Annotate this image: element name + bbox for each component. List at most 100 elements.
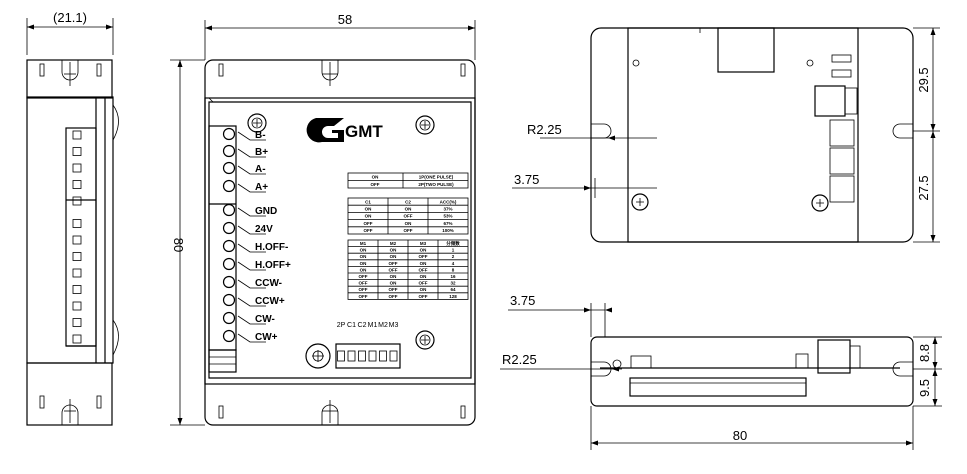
screw-icon bbox=[415, 330, 435, 350]
table-cell: ON bbox=[405, 221, 412, 226]
pin-square bbox=[72, 196, 82, 206]
table-cell: OFF bbox=[364, 228, 373, 233]
dim-bottom-width: 80 bbox=[733, 428, 747, 443]
table-cell: OFF bbox=[404, 228, 413, 233]
table-header: ACC(%) bbox=[440, 199, 457, 204]
table-cell: OFF bbox=[419, 294, 428, 299]
table-cell: ON bbox=[390, 254, 397, 259]
terminal-screw bbox=[222, 311, 236, 325]
dip-label: C2 bbox=[358, 322, 367, 329]
table-cell: OFF bbox=[359, 281, 368, 286]
dip-label: M3 bbox=[389, 322, 399, 329]
dim-bottom-h1: 8.8 bbox=[917, 344, 932, 362]
terminal-screw bbox=[222, 257, 236, 271]
table-cell: 53% bbox=[443, 214, 452, 219]
pin-square bbox=[72, 147, 82, 156]
bottom-view: 3.75 R2.25 8.8 9.5 80 bbox=[500, 293, 942, 450]
terminal-screw bbox=[222, 275, 236, 289]
table-cell: ON bbox=[360, 248, 367, 253]
table-cell: ON bbox=[372, 175, 379, 180]
dip-slot bbox=[389, 350, 398, 362]
terminal-screw bbox=[222, 293, 236, 307]
table-cell: OFF bbox=[419, 281, 428, 286]
pin-square bbox=[72, 180, 82, 189]
dim-rear-radius: R2.25 bbox=[527, 122, 562, 137]
terminal-label: CCW- bbox=[255, 278, 282, 289]
table-cell: OFF bbox=[364, 221, 373, 226]
front-view: 58 80 GMT bbox=[170, 12, 476, 426]
table-cell: ON bbox=[390, 281, 397, 286]
table-cell: OFF bbox=[359, 287, 368, 292]
table-header: C1 bbox=[365, 199, 371, 204]
dip-slot bbox=[347, 350, 356, 362]
table-cell: ON bbox=[360, 261, 367, 266]
terminal-label: H.OFF+ bbox=[255, 260, 291, 271]
rear-view: 29.5 27.5 R2.25 3.75 bbox=[512, 27, 940, 243]
pin-square bbox=[72, 235, 82, 245]
table-cell: OFF bbox=[404, 214, 413, 219]
dim-bottom-offset: 3.75 bbox=[510, 293, 535, 308]
terminal-screw bbox=[222, 127, 236, 141]
pin-square bbox=[72, 334, 82, 344]
dip-slot bbox=[368, 350, 377, 362]
dip-label: 2P bbox=[337, 322, 346, 329]
terminal-screw bbox=[222, 239, 236, 253]
table-cell: ON bbox=[360, 267, 367, 272]
terminal-label: H.OFF- bbox=[255, 242, 288, 253]
terminal-label: GND bbox=[255, 206, 277, 217]
table-header: M3 bbox=[420, 241, 427, 246]
table-cell: 37% bbox=[443, 207, 452, 212]
pin-square bbox=[72, 219, 82, 228]
gmt-logo-icon bbox=[306, 118, 344, 143]
rotary-switch bbox=[305, 343, 331, 369]
table-cell: ON bbox=[420, 274, 427, 279]
table-cell: OFF bbox=[389, 261, 398, 266]
terminal-label: CCW+ bbox=[255, 296, 285, 307]
dip-label: C1 bbox=[347, 322, 356, 329]
table-header: C2 bbox=[405, 199, 411, 204]
terminal-label: B- bbox=[255, 130, 266, 141]
pin-square bbox=[72, 252, 82, 261]
table-cell: ON bbox=[365, 207, 372, 212]
screw-icon bbox=[247, 113, 267, 133]
table-cell: 100% bbox=[442, 228, 454, 233]
dip-label: M1 bbox=[368, 322, 378, 329]
table-cell: 4 bbox=[452, 261, 455, 266]
table-cell: 64 bbox=[450, 287, 456, 292]
terminal-screw bbox=[222, 144, 236, 158]
table-cell: ON bbox=[420, 248, 427, 253]
terminal-screw bbox=[222, 329, 236, 343]
terminal-screw bbox=[222, 161, 236, 175]
dim-front-height: 80 bbox=[171, 238, 186, 252]
pin-square bbox=[72, 130, 82, 140]
pin-square bbox=[72, 163, 82, 173]
dip-slot bbox=[337, 350, 345, 362]
front-screws bbox=[247, 113, 435, 350]
dim-bottom-h2: 9.5 bbox=[917, 379, 932, 397]
dim-rear-offset: 3.75 bbox=[514, 172, 539, 187]
table-cell: OFF bbox=[359, 274, 368, 279]
side-view: (21.1) bbox=[26, 10, 119, 426]
table-cell: OFF bbox=[419, 254, 428, 259]
dim-rear-top: 29.5 bbox=[916, 67, 931, 92]
table-header: M1 bbox=[360, 241, 367, 246]
terminal-label: A+ bbox=[255, 182, 268, 193]
dip-label: M2 bbox=[378, 322, 388, 329]
dim-front-width: 58 bbox=[338, 12, 352, 27]
table-cell: 128 bbox=[449, 294, 457, 299]
table-cell: ON bbox=[360, 254, 367, 259]
dim-bottom-radius: R2.25 bbox=[502, 352, 537, 367]
dim-side-width: (21.1) bbox=[53, 10, 87, 25]
terminal-screw bbox=[222, 221, 236, 235]
dip-slot bbox=[358, 350, 366, 362]
table-cell: OFF bbox=[419, 267, 428, 272]
screw-icon bbox=[415, 115, 435, 135]
table-cell: 2P(TWO PULSE) bbox=[418, 182, 454, 187]
table-cell: 1 bbox=[452, 248, 455, 253]
table-cell: ON bbox=[390, 274, 397, 279]
